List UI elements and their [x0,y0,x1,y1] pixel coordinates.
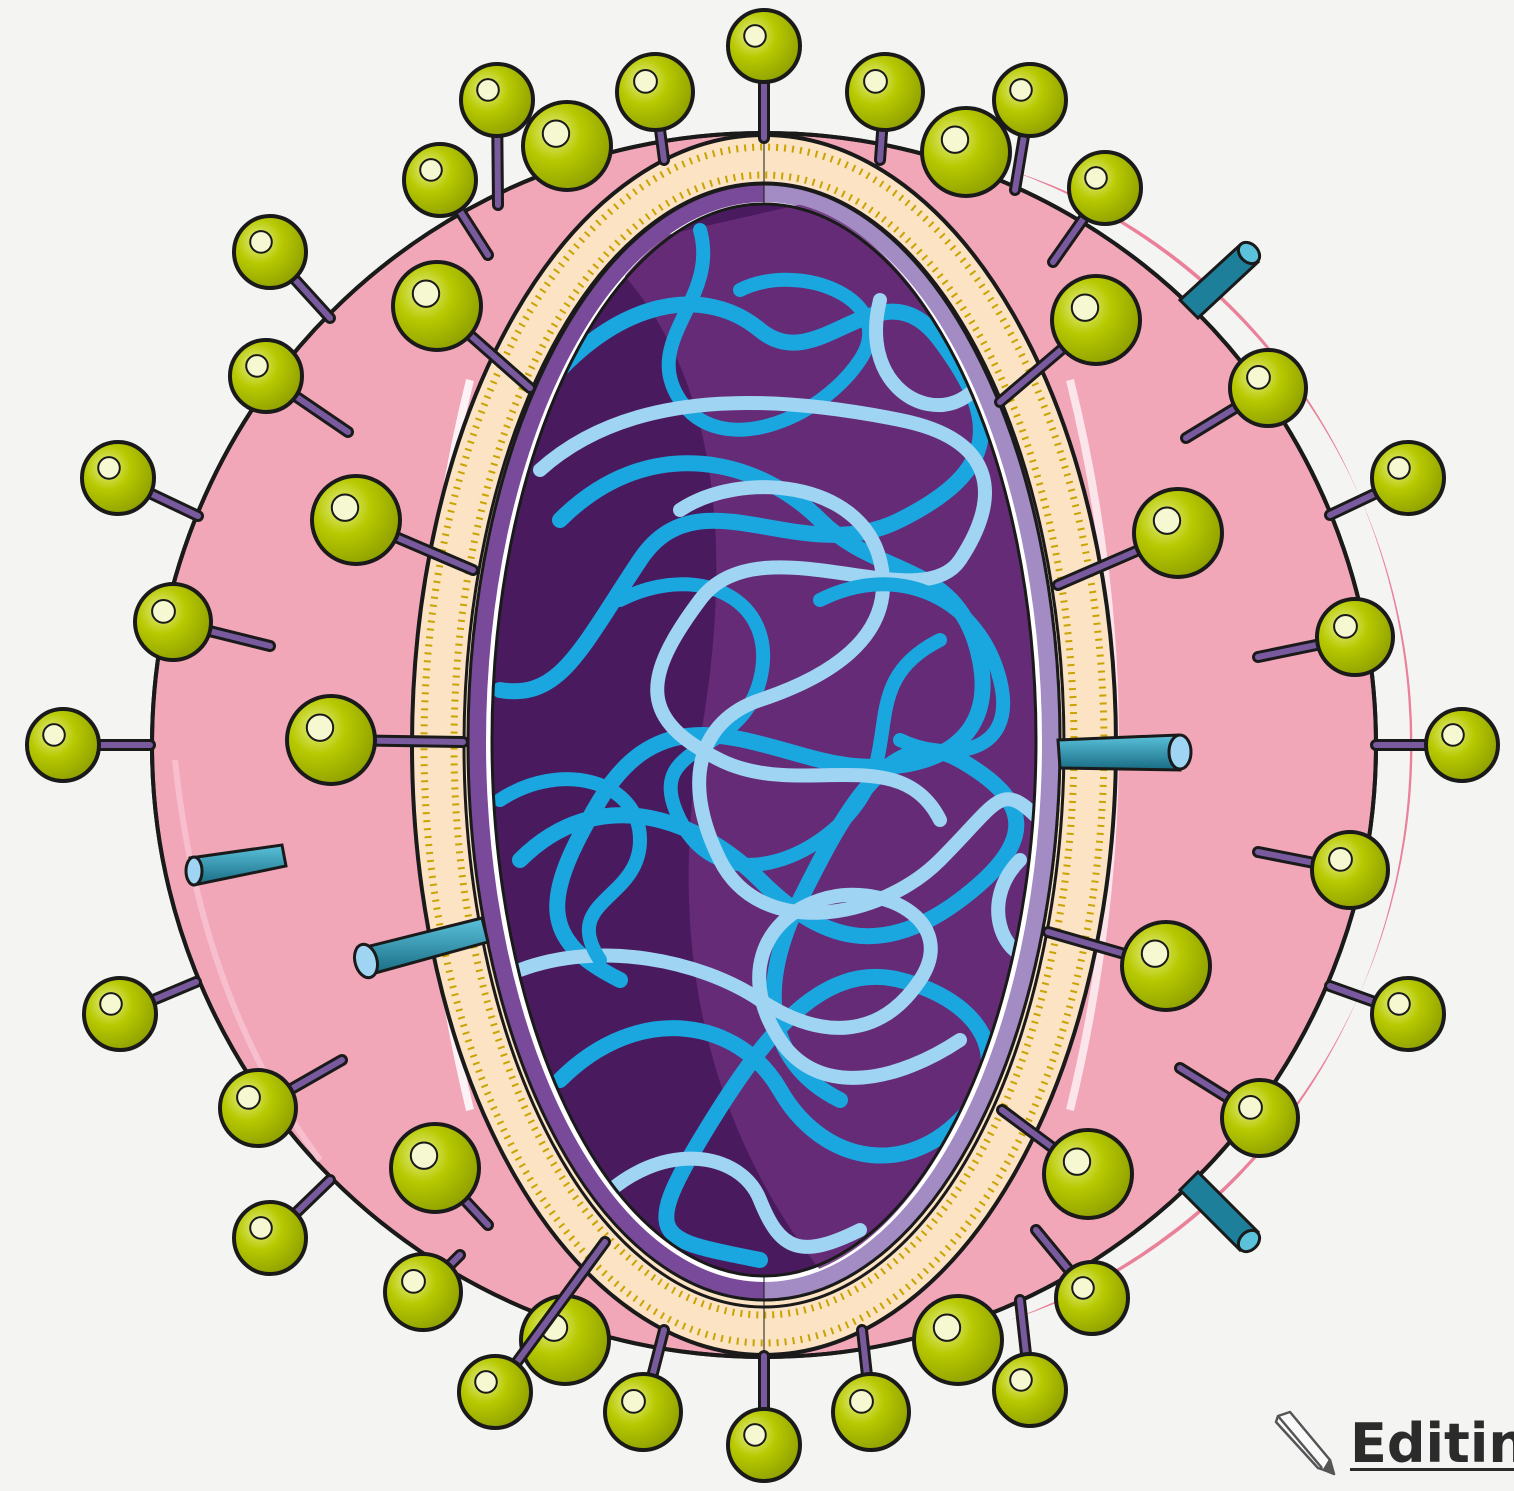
spike-protein [1376,709,1498,781]
spike-protein [234,1180,330,1274]
ion-channel [1058,735,1191,770]
pencil-icon [1268,1408,1338,1478]
spike-protein [994,1300,1066,1426]
edit-label: Editing [1350,1412,1514,1475]
spike-protein [84,978,196,1050]
ion-channel [1180,1172,1264,1256]
spike-protein [523,102,611,190]
spike-protein [728,10,800,138]
spike-protein [914,1296,1002,1384]
spike-protein [234,216,330,318]
spike-protein [1330,442,1444,515]
spike-protein [1330,978,1444,1050]
edit-link[interactable]: Editing [1268,1408,1514,1478]
ion-channel [1180,238,1264,318]
spike-protein [82,442,198,516]
spike-protein [728,1356,800,1481]
spike-protein [27,709,150,781]
spike-protein [922,108,1010,196]
spike-protein [385,1254,461,1330]
